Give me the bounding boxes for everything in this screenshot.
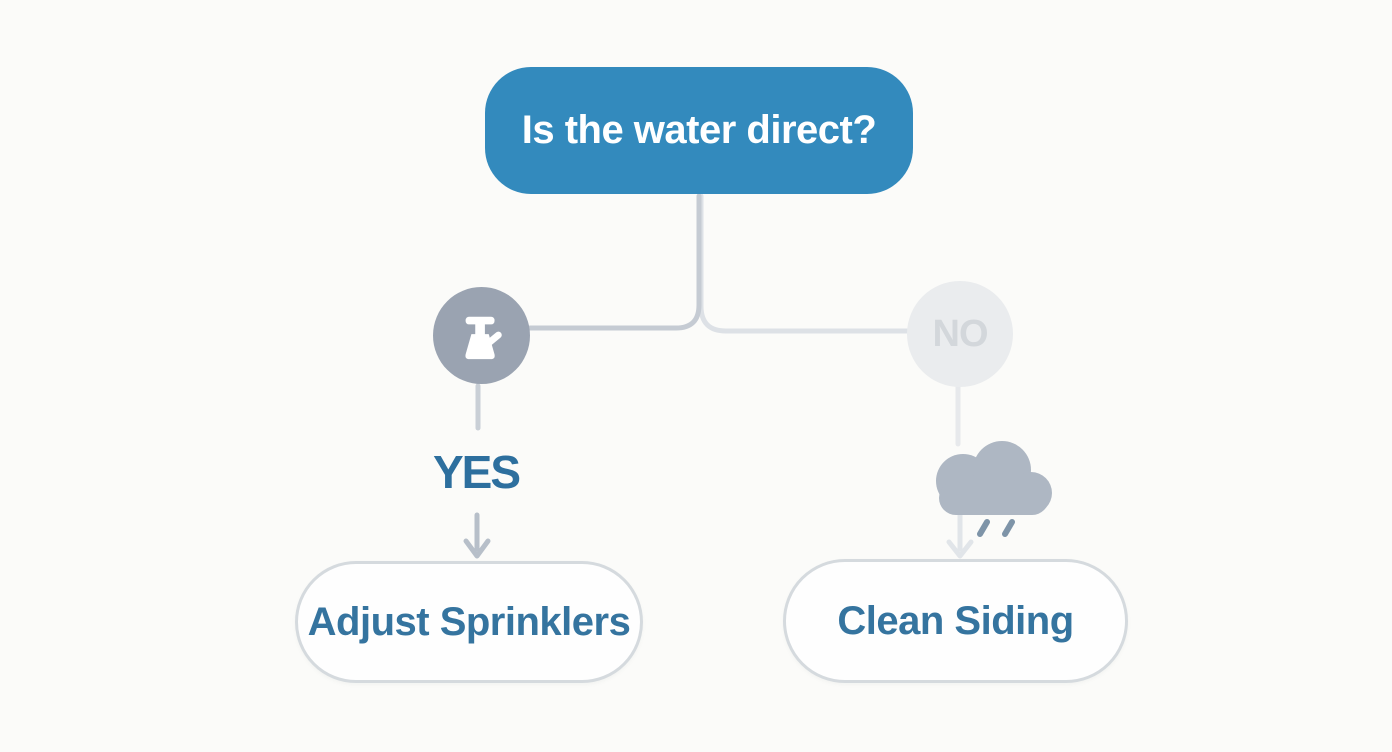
connector-yes-branch — [527, 193, 702, 331]
raindrops — [977, 519, 1015, 537]
action-node-adjust-sprinklers: Adjust Sprinklers — [295, 561, 643, 683]
connector-no-branch — [698, 193, 910, 334]
decision-node-label: Is the water direct? — [521, 108, 877, 152]
spray-bottle-neck — [474, 322, 485, 336]
cloud-shape — [936, 441, 1052, 515]
no-arrowhead — [946, 539, 974, 559]
spray-bottle-cap — [465, 316, 495, 324]
no-branch-label: NO — [932, 312, 989, 355]
decision-node: Is the water direct? — [485, 67, 913, 194]
yes-arrowhead — [463, 538, 491, 559]
rain-cloud-icon — [936, 441, 1052, 537]
yes-arrow — [463, 512, 491, 559]
action-label: Clean Siding — [837, 598, 1074, 643]
yes-answer-label: YES — [432, 446, 521, 498]
action-label: Adjust Sprinklers — [307, 599, 631, 644]
action-node-clean-siding: Clean Siding — [783, 559, 1128, 683]
spray-bottle-icon — [464, 316, 502, 359]
spray-bottle-spout — [483, 331, 502, 347]
yes-branch-circle — [433, 287, 530, 384]
no-branch-circle: NO — [907, 281, 1013, 387]
